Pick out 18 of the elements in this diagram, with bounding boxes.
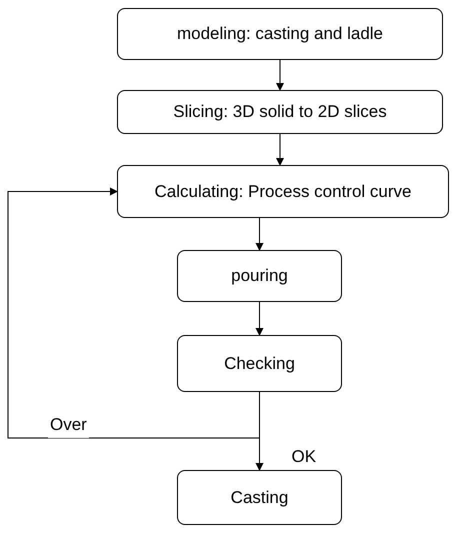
arrow: [256, 392, 264, 471]
process-box: [117, 8, 443, 60]
process-box: [177, 250, 342, 302]
box-text: modeling: casting and ladle: [176, 23, 384, 46]
box-text: Checking: [224, 352, 295, 375]
arrow: [276, 134, 284, 166]
box-text: Calculating: Process control curve: [154, 180, 412, 203]
process-box: [117, 90, 443, 134]
box-text: Casting: [230, 486, 288, 509]
process-box: [117, 165, 449, 218]
arrow: [256, 218, 264, 251]
process-box: [177, 470, 342, 525]
arrow: [8, 188, 260, 438]
arrow: [276, 60, 284, 91]
arrow: [256, 302, 264, 336]
box-text: Slicing: 3D solid to 2D slices: [173, 101, 387, 124]
process-box: [177, 335, 342, 392]
box-text: pouring: [231, 265, 288, 288]
